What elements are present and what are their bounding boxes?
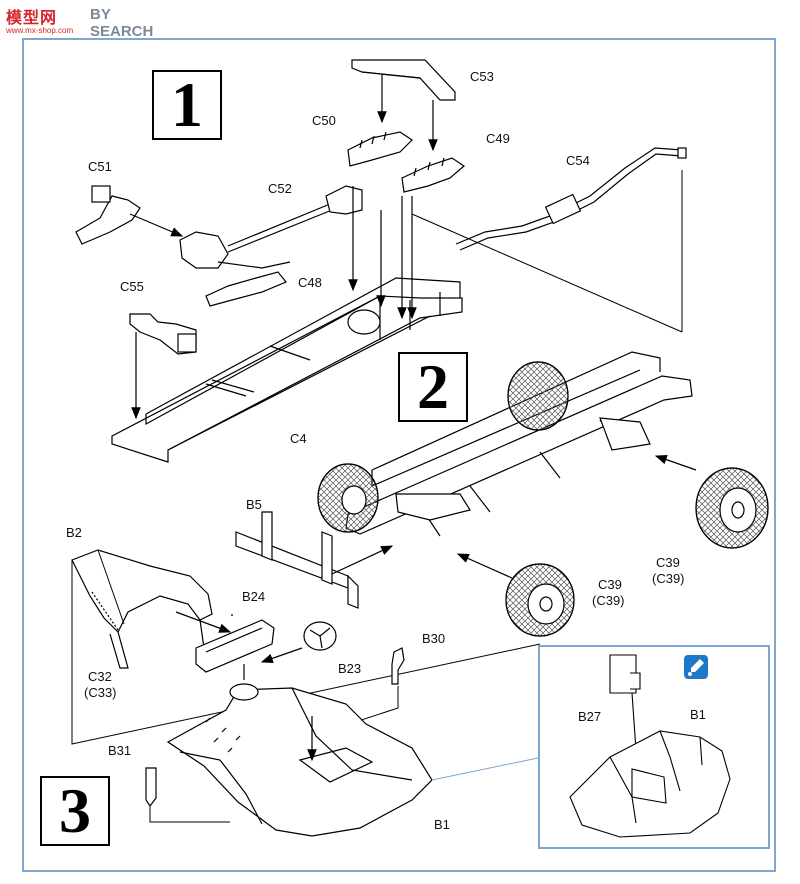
- label-b2: B2: [66, 525, 82, 540]
- part-b1-floor: [166, 683, 433, 837]
- watermark: 模型网 BY SEARCH www.mx-shop.com: [6, 4, 166, 40]
- instruction-frame: [22, 38, 776, 872]
- glue-icon-glyph: [688, 659, 704, 676]
- wheel-rear-right: [695, 467, 769, 549]
- label-c39-rear-alt: (C39): [652, 571, 685, 586]
- step-3-number: 3: [59, 775, 91, 846]
- detail-inset: [538, 645, 770, 849]
- part-c50: [347, 131, 413, 167]
- label-c48: C48: [298, 275, 322, 290]
- step-3-box: 3: [40, 776, 110, 846]
- watermark-cn: 模型网: [6, 8, 58, 27]
- label-c49: C49: [486, 131, 510, 146]
- label-c55: C55: [120, 279, 144, 294]
- wheel-rear-left: [507, 361, 569, 431]
- label-c54: C54: [566, 153, 590, 168]
- label-b23: B23: [338, 661, 362, 676]
- label-b24: B24: [242, 589, 266, 604]
- step-2-box: 2: [398, 352, 468, 422]
- step-1-number: 1: [171, 69, 203, 140]
- part-b23-steering: [303, 621, 337, 651]
- part-c52: [325, 185, 363, 215]
- part-b24-dash: [195, 619, 275, 673]
- step-1-box: 1: [152, 70, 222, 140]
- label-b31: B31: [108, 743, 132, 758]
- label-b1: B1: [434, 817, 450, 832]
- part-c53: [351, 59, 456, 101]
- part-c55: [129, 313, 197, 355]
- label-b27: B27: [578, 709, 602, 724]
- part-b5-bumper: [235, 511, 359, 609]
- part-c51: [75, 185, 141, 245]
- label-b5: B5: [246, 497, 262, 512]
- part-c48: [205, 271, 287, 307]
- part-c49: [401, 157, 465, 193]
- wheel-front-right: [505, 563, 575, 637]
- part-b2-hood: [71, 549, 213, 669]
- part-b31: [145, 767, 157, 808]
- part-c54: [455, 147, 687, 251]
- watermark-url: www.mx-shop.com: [6, 26, 74, 35]
- glue-icon: [684, 655, 708, 679]
- part-b30-lever: [391, 647, 405, 685]
- part-c4-chassis: [111, 277, 463, 463]
- label-c32: C32: [88, 669, 112, 684]
- detail-line-art: [569, 654, 731, 838]
- label-c39-front-alt: (C39): [592, 593, 625, 608]
- label-c51: C51: [88, 159, 112, 174]
- label-c52: C52: [268, 181, 292, 196]
- label-b1-detail: B1: [690, 707, 706, 722]
- label-c33: (C33): [84, 685, 117, 700]
- part-step2-chassis: [345, 351, 693, 537]
- step-2-number: 2: [417, 351, 449, 422]
- label-b30: B30: [422, 631, 446, 646]
- part-axle: [179, 203, 333, 269]
- label-c4: C4: [290, 431, 307, 446]
- watermark-en: BY SEARCH: [90, 6, 154, 40]
- label-c53: C53: [470, 69, 494, 84]
- label-c39-front: C39: [598, 577, 622, 592]
- label-c39-rear: C39: [656, 555, 680, 570]
- wheel-front-left: [317, 463, 379, 533]
- label-c50: C50: [312, 113, 336, 128]
